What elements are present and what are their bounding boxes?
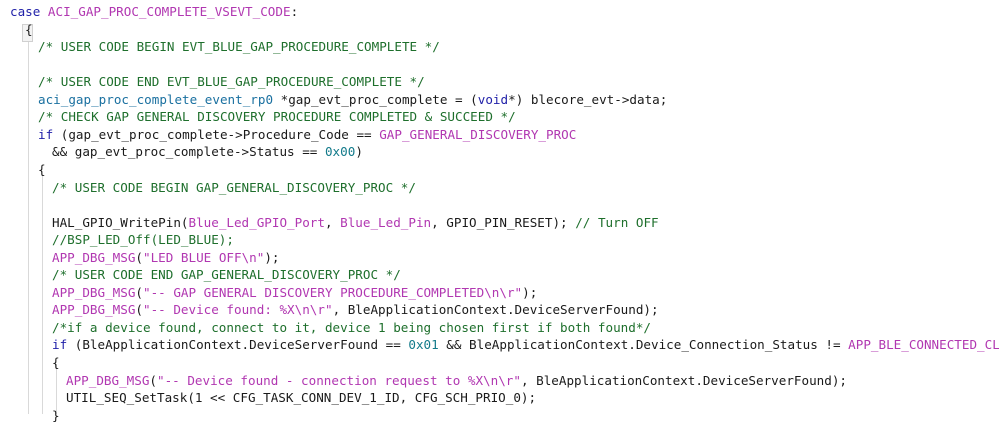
code-line[interactable]: if (gap_evt_proc_complete->Procedure_Cod… bbox=[38, 125, 576, 145]
code-token: void bbox=[477, 91, 509, 107]
code-line[interactable]: { bbox=[52, 353, 60, 373]
indent-guide bbox=[42, 176, 43, 414]
code-token: (gap_evt_proc_complete->Procedure_Code =… bbox=[53, 126, 380, 142]
brace-match-highlight bbox=[22, 24, 33, 42]
code-token: *) blecore_evt->data; bbox=[508, 91, 668, 107]
code-token: } bbox=[52, 407, 60, 423]
code-token: Blue_Led_Pin bbox=[340, 214, 432, 230]
code-line[interactable]: APP_DBG_MSG("-- Device found: %X\n\r", B… bbox=[52, 300, 659, 320]
code-token: 0x01 bbox=[408, 337, 439, 353]
code-line[interactable]: } bbox=[52, 406, 60, 426]
code-line[interactable]: //BSP_LED_Off(LED_BLUE); bbox=[52, 230, 234, 250]
code-line[interactable]: { bbox=[25, 20, 33, 40]
code-token: HAL_GPIO_WritePin( bbox=[52, 214, 189, 230]
code-token: { bbox=[25, 21, 33, 37]
code-token: ); bbox=[264, 249, 280, 265]
code-token: /* CHECK GAP GENERAL DISCOVERY PROCEDURE… bbox=[38, 109, 516, 125]
code-token: *gap_evt_proc_complete = ( bbox=[273, 91, 478, 107]
code-token: if bbox=[52, 337, 68, 353]
code-token: , BleApplicationContext.DeviceServerFoun… bbox=[332, 302, 659, 318]
indent-guide bbox=[56, 364, 57, 414]
code-token: /* USER CODE END GAP_GENERAL_DISCOVERY_P… bbox=[52, 267, 401, 283]
code-line[interactable]: /* USER CODE BEGIN GAP_GENERAL_DISCOVERY… bbox=[52, 178, 416, 198]
code-token: , BleApplicationContext.DeviceServerFoun… bbox=[520, 372, 847, 388]
code-token: APP_DBG_MSG bbox=[52, 284, 136, 300]
code-token: , bbox=[324, 214, 341, 230]
code-token: ) bbox=[355, 144, 363, 160]
code-token: "-- GAP GENERAL DISCOVERY PROCEDURE_COMP… bbox=[143, 284, 523, 300]
code-token: APP_DBG_MSG bbox=[66, 372, 150, 388]
code-token: /*if a device found, connect to it, devi… bbox=[52, 319, 651, 335]
code-line[interactable]: APP_DBG_MSG("-- Device found - connectio… bbox=[66, 371, 847, 391]
code-line[interactable]: case ACI_GAP_PROC_COMPLETE_VSEVT_CODE: bbox=[10, 2, 298, 22]
code-token: if bbox=[38, 126, 54, 142]
code-line[interactable]: APP_DBG_MSG("-- GAP GENERAL DISCOVERY PR… bbox=[52, 283, 537, 303]
code-token: : bbox=[290, 4, 299, 19]
code-token: APP_DBG_MSG bbox=[52, 249, 136, 265]
code-token: UTIL_SEQ_SetTask(1 << CFG_TASK_CONN_DEV_… bbox=[66, 390, 537, 406]
code-token: APP_BLE_CONNECTED_CLIENT bbox=[848, 337, 999, 353]
code-line[interactable]: UTIL_SEQ_SetTask(1 << CFG_TASK_CONN_DEV_… bbox=[66, 388, 536, 408]
code-token: && gap_evt_proc_complete->Status == bbox=[52, 144, 325, 160]
code-token: ( bbox=[135, 284, 143, 300]
code-line[interactable]: /*if a device found, connect to it, devi… bbox=[52, 318, 651, 338]
code-token: ( bbox=[135, 302, 143, 318]
code-token: { bbox=[38, 161, 46, 177]
code-token: Blue_Led_GPIO_Port bbox=[188, 214, 325, 230]
code-token: && BleApplicationContext.Device_Connecti… bbox=[438, 337, 849, 353]
code-line[interactable]: HAL_GPIO_WritePin(Blue_Led_GPIO_Port, Bl… bbox=[52, 213, 659, 233]
code-line[interactable]: /* USER CODE BEGIN EVT_BLUE_GAP_PROCEDUR… bbox=[38, 37, 440, 57]
code-line[interactable]: /* CHECK GAP GENERAL DISCOVERY PROCEDURE… bbox=[38, 107, 516, 127]
code-token: /* USER CODE BEGIN EVT_BLUE_GAP_PROCEDUR… bbox=[38, 39, 440, 55]
code-token: ( bbox=[149, 372, 157, 388]
code-token: 0x00 bbox=[324, 144, 356, 160]
code-token: case bbox=[10, 4, 48, 19]
code-token: // Turn OFF bbox=[575, 214, 659, 230]
code-token: "-- Device found: %X\n\r" bbox=[143, 302, 333, 318]
code-line[interactable]: APP_DBG_MSG("LED BLUE OFF\n"); bbox=[52, 248, 280, 268]
code-token: ( bbox=[135, 249, 143, 265]
code-token: GAP_GENERAL_DISCOVERY_PROC bbox=[379, 126, 577, 142]
code-line[interactable]: if (BleApplicationContext.DeviceServerFo… bbox=[52, 335, 999, 355]
code-token: aci_gap_proc_complete_event_rp0 bbox=[38, 91, 274, 107]
code-token: (BleApplicationContext.DeviceServerFound… bbox=[67, 337, 409, 353]
code-token: /* USER CODE END EVT_BLUE_GAP_PROCEDURE_… bbox=[38, 74, 425, 90]
indent-guide bbox=[28, 36, 29, 414]
code-token: { bbox=[52, 355, 60, 370]
code-token: APP_DBG_MSG bbox=[52, 302, 136, 318]
code-token: ); bbox=[522, 284, 538, 300]
code-line[interactable]: aci_gap_proc_complete_event_rp0 *gap_evt… bbox=[38, 90, 667, 110]
code-token: , GPIO_PIN_RESET); bbox=[431, 214, 576, 230]
code-line[interactable]: && gap_evt_proc_complete->Status == 0x00… bbox=[52, 142, 363, 162]
code-token: ACI_GAP_PROC_COMPLETE_VSEVT_CODE bbox=[47, 4, 291, 19]
code-token: "-- Device found - connection request to… bbox=[157, 372, 521, 388]
code-line[interactable]: /* USER CODE END GAP_GENERAL_DISCOVERY_P… bbox=[52, 265, 401, 285]
code-line[interactable]: /* USER CODE END EVT_BLUE_GAP_PROCEDURE_… bbox=[38, 72, 425, 92]
code-token: /* USER CODE BEGIN GAP_GENERAL_DISCOVERY… bbox=[52, 179, 416, 195]
code-token: "LED BLUE OFF\n" bbox=[143, 249, 265, 265]
code-line[interactable]: { bbox=[38, 160, 46, 180]
code-token: //BSP_LED_Off(LED_BLUE); bbox=[52, 232, 234, 248]
